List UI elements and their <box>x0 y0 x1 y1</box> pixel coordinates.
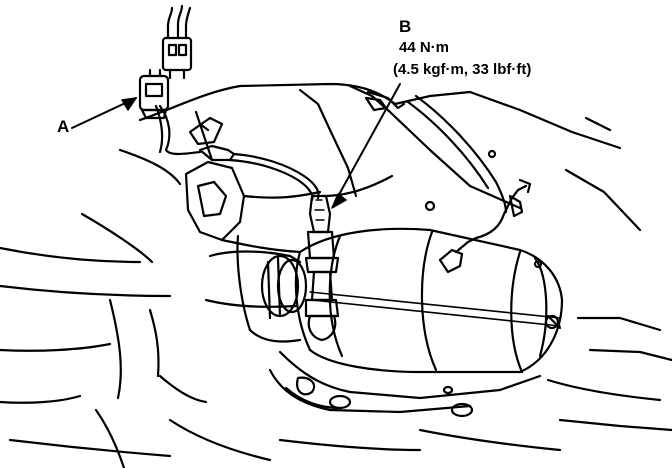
oxygen-sensor-b <box>304 194 340 342</box>
torque-spec-primary: 44 N·m <box>399 39 450 56</box>
torque-spec-secondary: (4.5 kgf·m, 33 lbf·ft) <box>393 61 532 78</box>
underbody-panel <box>0 82 672 468</box>
catalytic-converter <box>294 227 564 374</box>
callout-label-b: B <box>399 17 412 36</box>
fastener-details <box>364 96 543 395</box>
callout-label-a: A <box>57 117 70 136</box>
crossmember-bracket <box>184 116 322 254</box>
lower-heat-shield <box>268 350 542 418</box>
sensor-harness-a <box>154 104 394 202</box>
leader-line-b <box>335 83 401 201</box>
rear-sensor-harness <box>406 94 532 274</box>
arrow-head-a <box>121 97 137 111</box>
connector-plug <box>161 4 193 80</box>
connector-a <box>138 68 170 120</box>
exhaust-pipe-front <box>204 234 308 343</box>
arrow-head-b <box>331 193 347 209</box>
